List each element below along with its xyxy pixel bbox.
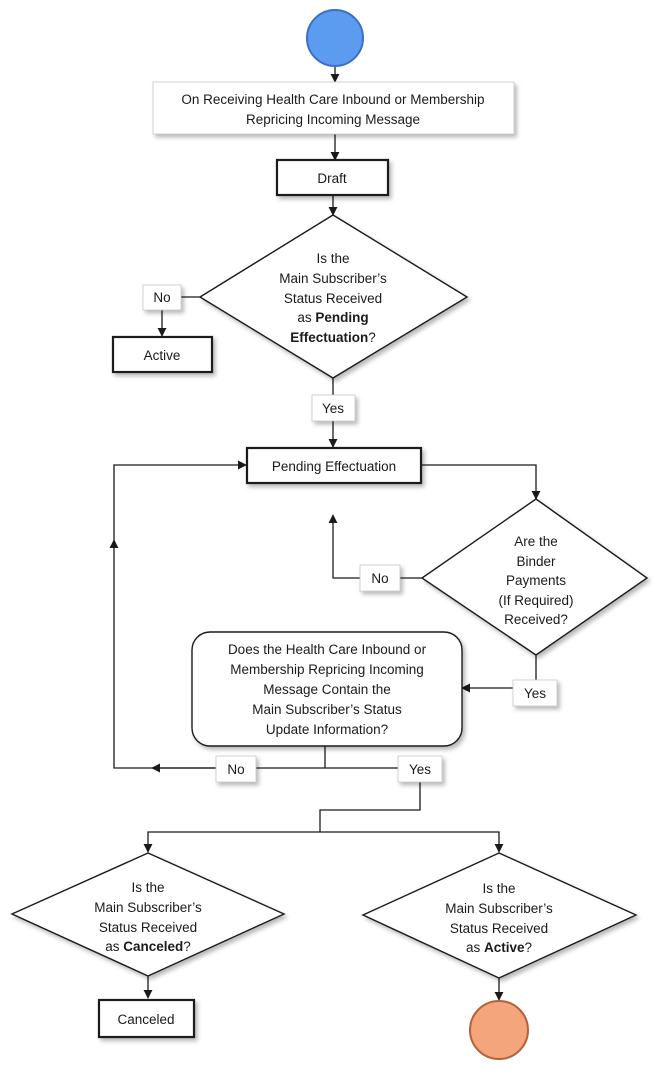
decision-active: Is the Main Subscriber’s Status Received…: [361, 852, 638, 979]
pending-effectuation-state: Pending Effectuation: [245, 446, 423, 485]
decision-active-line-4-bold: Active: [484, 940, 525, 955]
edge-pending-effectuation-to-binder: [421, 464, 541, 500]
pending-effectuation-label: Pending Effectuation: [272, 459, 396, 474]
decision-canceled-line-1: Is the: [131, 880, 164, 895]
decision-canceled-line-4-prefix: as: [105, 939, 123, 954]
decision-active-line-4: as Active?: [466, 940, 532, 955]
decision-update-line-3: Message Contain the: [263, 682, 391, 697]
edges: [109, 66, 541, 1001]
label-pending-no-text: No: [153, 290, 170, 305]
decision-pending-line-4-prefix: as: [297, 310, 315, 325]
label-binder-no-text: No: [371, 571, 388, 586]
decision-active-line-4-prefix: as: [466, 940, 484, 955]
decision-pending-line-2: Main Subscriber’s: [279, 271, 387, 286]
decision-binder-line-1: Are the: [514, 534, 558, 549]
decision-pending-line-4: as Pending: [297, 310, 368, 325]
decision-active-line-1: Is the: [482, 881, 515, 896]
label-update-no-text: No: [227, 762, 244, 777]
active-state-label: Active: [144, 348, 181, 363]
decision-pending-line-5: Effectuation?: [290, 330, 376, 345]
label-update-yes-text: Yes: [409, 762, 431, 777]
decision-binder-line-2: Binder: [516, 554, 556, 569]
decision-active-line-3: Status Received: [450, 921, 548, 936]
decision-canceled-line-4-suffix: ?: [183, 939, 191, 954]
decision-binder-payments: Are the Binder Payments (If Required) Re…: [420, 498, 649, 656]
label-pending-no: No: [142, 284, 182, 311]
decision-binder-line-5: Received?: [504, 612, 568, 627]
decision-canceled-line-3: Status Received: [99, 920, 197, 935]
decision-active-line-2: Main Subscriber’s: [445, 901, 553, 916]
decision-pending-line-5-bold: Effectuation: [290, 330, 368, 345]
decision-update-line-4: Main Subscriber’s Status: [252, 702, 402, 717]
label-pending-yes: Yes: [311, 394, 356, 422]
decision-update-line-2: Membership Repricing Incoming: [230, 662, 424, 677]
label-pending-yes-text: Yes: [322, 401, 344, 416]
end-circle: [469, 1000, 529, 1060]
decision-status-update: Does the Health Care Inbound or Membersh…: [191, 631, 463, 747]
label-update-no: No: [215, 755, 257, 783]
decision-active-line-4-suffix: ?: [525, 940, 533, 955]
decision-pending-line-1: Is the: [316, 251, 349, 266]
edge-loop-to-pending-effectuation: [113, 460, 247, 540]
trigger-line-1: On Receiving Health Care Inbound or Memb…: [181, 92, 484, 107]
decision-canceled-line-2: Main Subscriber’s: [94, 900, 202, 915]
canceled-state: Canceled: [97, 998, 196, 1039]
label-binder-yes-text: Yes: [524, 686, 546, 701]
decision-binder-line-3: Payments: [506, 573, 566, 588]
decision-pending-line-5-suffix: ?: [368, 330, 376, 345]
start-circle: [306, 9, 364, 67]
draft-state: Draft: [275, 158, 390, 197]
label-update-yes: Yes: [397, 755, 443, 783]
label-binder-no: No: [359, 564, 401, 592]
decision-canceled: Is the Main Subscriber’s Status Received…: [10, 852, 286, 977]
edge-to-canceled-decision: [143, 831, 320, 853]
draft-label: Draft: [317, 171, 347, 186]
decision-update-line-1: Does the Health Care Inbound or: [228, 642, 427, 657]
trigger-box: On Receiving Health Care Inbound or Memb…: [152, 81, 515, 135]
label-binder-yes: Yes: [512, 679, 558, 707]
trigger-line-2: Repricing Incoming Message: [246, 112, 420, 127]
decision-canceled-line-4-bold: Canceled: [123, 939, 183, 954]
decision-pending-line-4-bold: Pending: [315, 310, 368, 325]
edge-update-yes: [319, 767, 421, 832]
decision-update-line-5: Update Information?: [266, 722, 388, 737]
canceled-state-label: Canceled: [117, 1012, 174, 1027]
decision-binder-line-4: (If Required): [498, 593, 573, 608]
decision-pending-line-3: Status Received: [284, 291, 382, 306]
active-state: Active: [111, 335, 214, 374]
decision-pending-effectuation: Is the Main Subscriber’s Status Received…: [198, 214, 469, 379]
decision-canceled-line-4: as Canceled?: [105, 939, 191, 954]
edge-to-active-decision: [320, 831, 504, 853]
